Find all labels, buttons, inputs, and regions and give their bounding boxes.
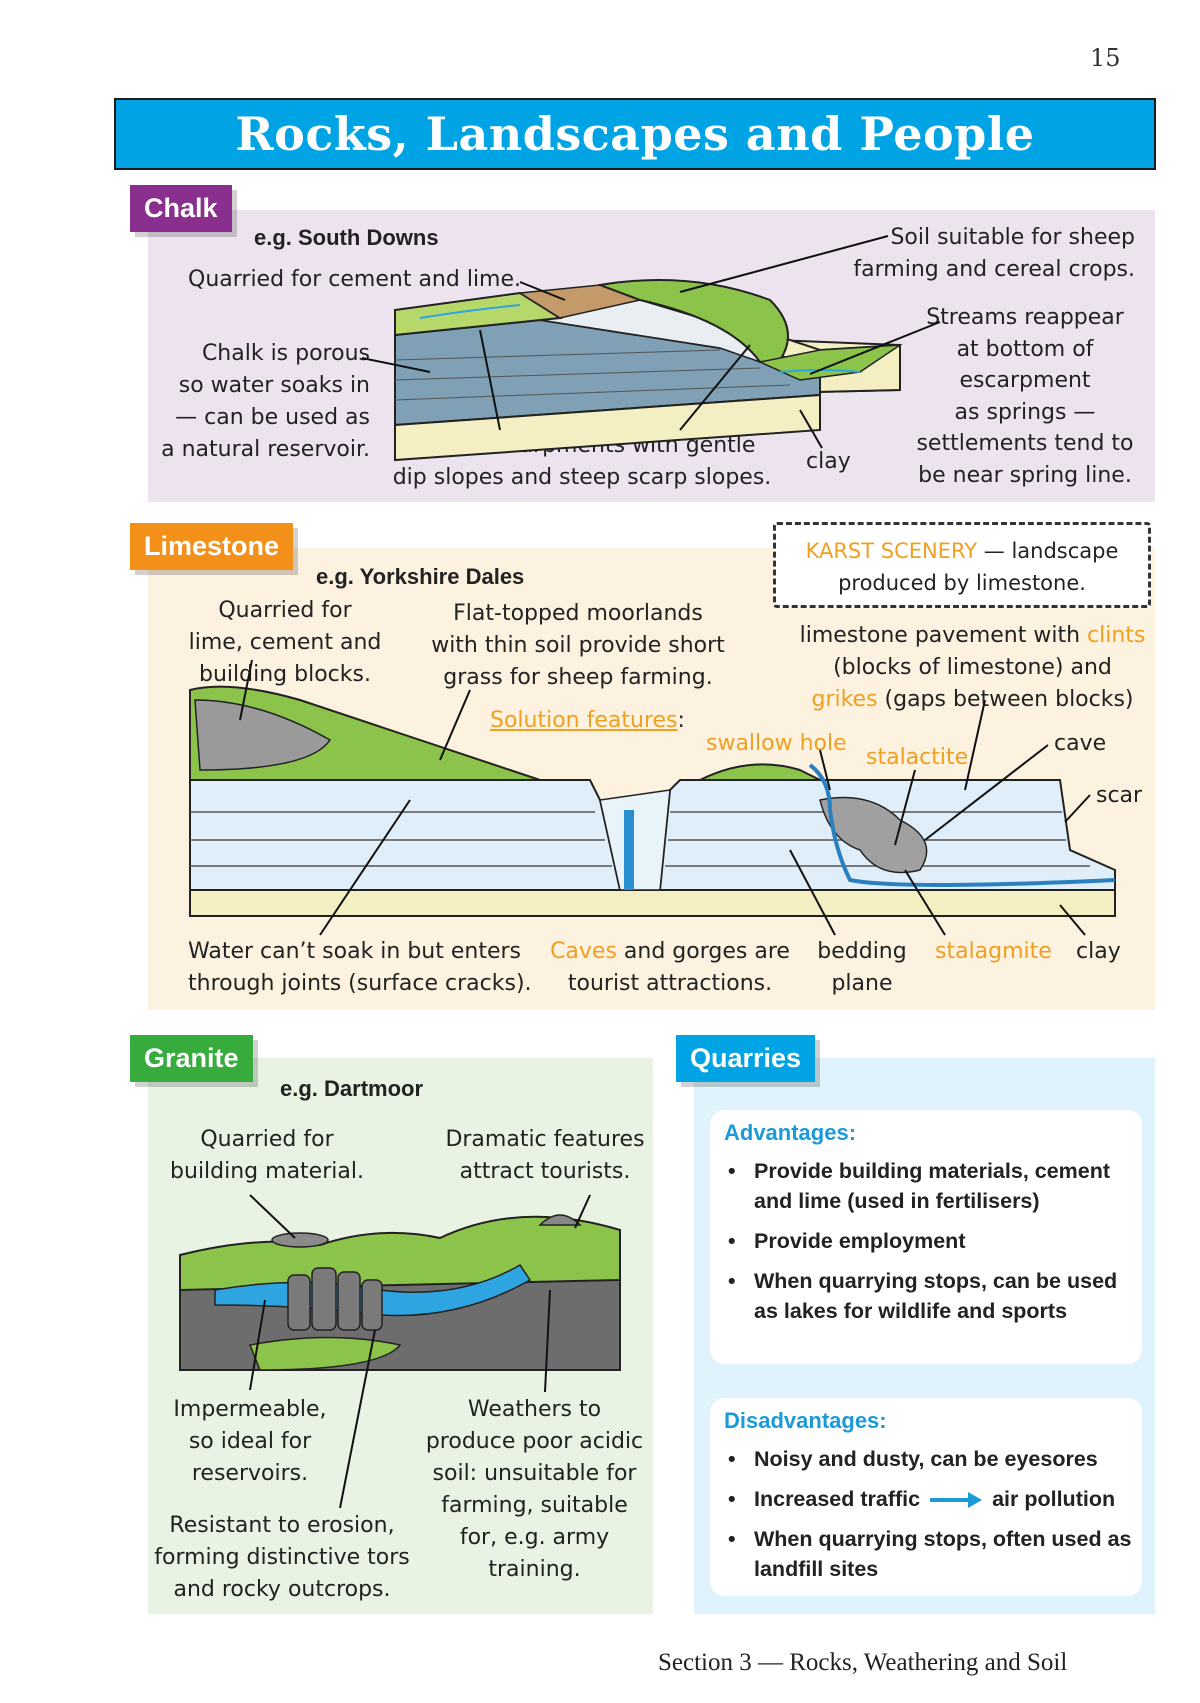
chalk-clay-label: clay	[806, 449, 851, 474]
lime-leader-cave	[924, 744, 1049, 841]
limestone-quarried-note: Quarried for lime, cement and building b…	[188, 598, 382, 687]
granite-leader-dramatic	[574, 1194, 591, 1229]
page-number: 15	[1090, 44, 1121, 72]
disadvantage-item: Noisy and dusty, can be eyesores	[724, 1444, 1134, 1474]
stalagmite-label: stalagmite	[935, 939, 1052, 964]
lime-leader-quarried	[239, 659, 253, 721]
lime-leader-scar	[1064, 794, 1091, 823]
granite-impermeable-note: Impermeable, so ideal for reservoirs.	[173, 1397, 327, 1486]
granite-leader-quarried	[249, 1194, 296, 1239]
limestone-tag: Limestone	[130, 523, 294, 570]
disadvantage-item: Increased traffic air pollution	[724, 1484, 1134, 1514]
lime-leader-clints	[964, 699, 986, 791]
title-banner: Rocks, Landscapes and People	[114, 98, 1156, 170]
granite-landscape	[179, 1214, 621, 1371]
chalk-quarried-note: Quarried for cement and lime.	[188, 267, 522, 292]
advantage-item: Provide building materials, cement and l…	[724, 1156, 1134, 1216]
advantage-item: Provide employment	[724, 1226, 1134, 1256]
swallow-hole-label: swallow hole	[706, 731, 847, 756]
chalk-soil-note: Soil suitable for sheep farming and cere…	[853, 225, 1135, 282]
granite-dramatic-note: Dramatic features attract tourists.	[445, 1127, 645, 1184]
quarries-tag: Quarries	[676, 1035, 816, 1082]
advantages-card: Advantages: Provide building materials, …	[710, 1110, 1142, 1364]
lime-leader-bedding	[789, 849, 836, 936]
chalk-leader-dip	[479, 329, 501, 431]
scar-label: scar	[1096, 783, 1143, 808]
limestone-example: e.g. Yorkshire Dales	[316, 564, 525, 589]
page-title: Rocks, Landscapes and People	[235, 107, 1035, 161]
chalk-tag: Chalk	[130, 185, 232, 232]
limestone-pavement-note: limestone pavement with clints (blocks o…	[799, 623, 1146, 712]
chalk-leader-porous	[361, 357, 431, 373]
chalk-example: e.g. South Downs	[254, 225, 439, 250]
disadvantages-card: Disadvantages: Noisy and dusty, can be e…	[710, 1398, 1142, 1596]
lime-leader-clay	[1059, 904, 1086, 936]
granite-leader-weathers	[544, 1289, 551, 1393]
section-footer: Section 3 — Rocks, Weathering and Soil	[658, 1649, 1068, 1676]
granite-tag: Granite	[130, 1035, 253, 1082]
granite-resistant-note: Resistant to erosion, forming distinctiv…	[154, 1513, 410, 1602]
solution-features-label: Solution features:	[490, 708, 685, 733]
disadvantages-heading: Disadvantages:	[724, 1408, 887, 1433]
limestone-cross-section	[189, 685, 1116, 917]
chalk-porous-note: Chalk is porous so water soaks in — can …	[161, 341, 370, 462]
lime-leader-stalactite	[894, 769, 916, 846]
chalk-streams-note: Streams reappear at bottom of escarpment…	[916, 305, 1134, 488]
lime-leader-moor	[439, 689, 471, 761]
chalk-leader-scarp	[679, 344, 751, 431]
lime-leader-swallow	[819, 749, 831, 791]
disadvantages-list: Noisy and dusty, can be eyesores Increas…	[724, 1444, 1134, 1594]
advantages-heading: Advantages:	[724, 1120, 857, 1145]
limestone-water-note: Water can’t soak in but enters through j…	[188, 939, 532, 996]
disadvantage-item: When quarrying stops, often used as land…	[724, 1524, 1134, 1584]
granite-weathers-note: Weathers to produce poor acidic soil: un…	[425, 1397, 644, 1582]
bedding-plane-label: bedding plane	[817, 939, 907, 996]
chalk-leader-quarried	[519, 281, 566, 301]
granite-leader-impermeable	[249, 1299, 266, 1391]
granite-quarried-note: Quarried for building material.	[170, 1127, 364, 1184]
lime-leader-water	[319, 799, 411, 936]
limestone-moorland-note: Flat-topped moorlands with thin soil pro…	[431, 601, 725, 690]
granite-example: e.g. Dartmoor	[280, 1076, 424, 1101]
cave-label: cave	[1054, 731, 1107, 756]
limestone-clay-label: clay	[1076, 939, 1121, 964]
granite-leader-resistant	[339, 1329, 376, 1509]
advantages-list: Provide building materials, cement and l…	[724, 1156, 1134, 1336]
karst-scenery-box: KARST SCENERY — landscape produced by li…	[773, 522, 1151, 608]
stalactite-label: stalactite	[866, 745, 969, 770]
lime-leader-stalagmite	[904, 869, 946, 936]
arrow-right-icon	[930, 1492, 983, 1509]
limestone-caves-note: Caves and gorges are tourist attractions…	[550, 939, 790, 996]
chalk-leader-soil	[679, 235, 889, 293]
chalk-block	[394, 279, 903, 462]
chalk-leader-clay	[799, 409, 823, 449]
advantage-item: When quarrying stops, can be used as lak…	[724, 1266, 1134, 1326]
chalk-leader-streams	[809, 321, 941, 375]
